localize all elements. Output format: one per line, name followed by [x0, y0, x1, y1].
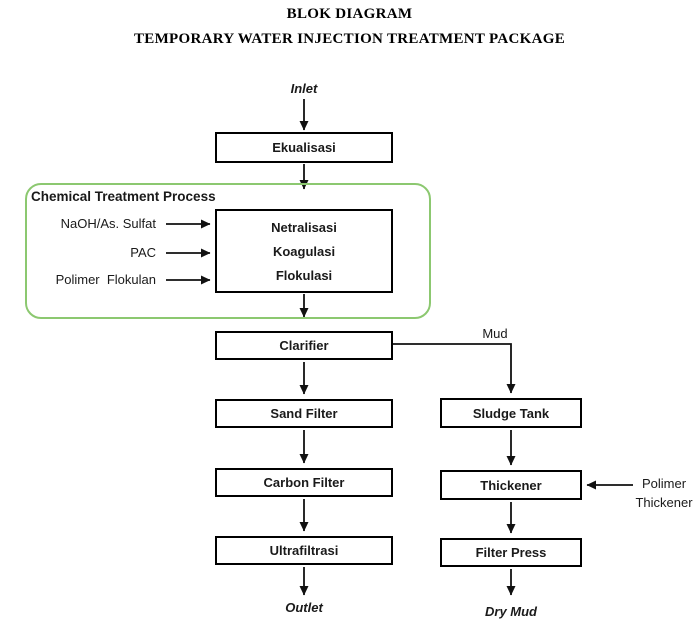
arrow-clarifier-mud-to-sludgetank: [393, 343, 516, 394]
dry-mud-label: Dry Mud: [485, 604, 537, 619]
node-thickener: Thickener: [440, 470, 582, 500]
polimer-thickener-line2: Thickener: [635, 495, 693, 510]
node-filter-press: Filter Press: [440, 538, 582, 567]
process-step-netralisasi: Netralisasi: [271, 219, 337, 235]
chemical-treatment-title: Chemical Treatment Process: [31, 189, 216, 204]
chemical-input-pac-label: PAC: [130, 245, 156, 260]
node-netralisasi-koagulasi-flokulasi: Netralisasi Koagulasi Flokulasi: [215, 209, 393, 293]
polimer-thickener-input-label: Polimer Thickener: [630, 474, 698, 512]
inlet-label: Inlet: [290, 81, 318, 96]
node-clarifier: Clarifier: [215, 331, 393, 360]
process-step-koagulasi: Koagulasi: [272, 243, 336, 259]
diagram-title-line2: TEMPORARY WATER INJECTION TREATMENT PACK…: [133, 31, 566, 47]
node-ekualisasi: Ekualisasi: [215, 132, 393, 163]
polimer-thickener-line1: Polimer: [641, 476, 687, 491]
diagram-title-line1: BLOK DIAGRAM: [286, 6, 413, 22]
mud-branch-label: Mud: [482, 326, 508, 341]
chemical-input-naoh-label: NaOH/As. Sulfat: [60, 216, 156, 231]
node-sand-filter: Sand Filter: [215, 399, 393, 428]
node-sludge-tank: Sludge Tank: [440, 398, 582, 428]
node-carbon-filter: Carbon Filter: [215, 468, 393, 497]
chemical-treatment-group-frame: [25, 183, 431, 319]
chemical-input-polimer-flokulan-label: Polimer Flokulan: [55, 272, 156, 287]
outlet-label: Outlet: [285, 600, 323, 615]
process-step-flokulasi: Flokulasi: [275, 267, 333, 283]
node-ultrafiltrasi: Ultrafiltrasi: [215, 536, 393, 565]
